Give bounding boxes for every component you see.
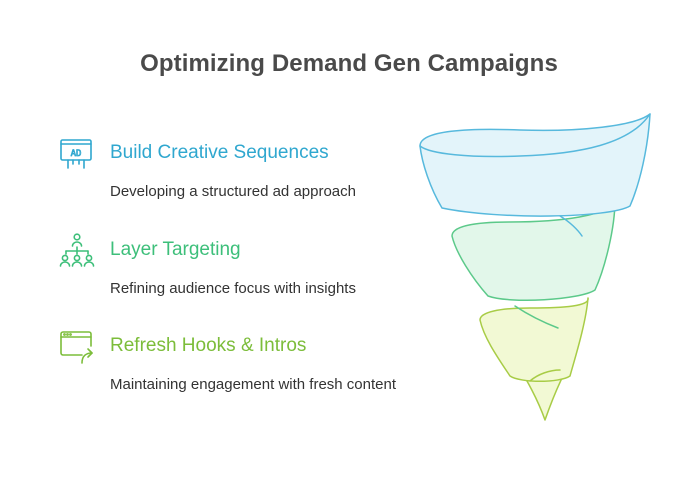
step-description: Maintaining engagement with fresh conten…: [110, 376, 397, 393]
audience-targeting-icon: [58, 232, 96, 270]
page-title: Optimizing Demand Gen Campaigns: [140, 50, 558, 77]
step-description: Developing a structured ad approach: [110, 183, 356, 200]
step-heading: Build Creative Sequences: [110, 142, 329, 163]
ad-billboard-icon: AD: [58, 135, 96, 173]
step-description: Refining audience focus with insights: [110, 280, 356, 297]
spiral-funnel-icon: [419, 113, 651, 421]
svg-text:AD: AD: [71, 149, 82, 159]
funnel-layer-green: [451, 199, 616, 302]
step-heading: Layer Targeting: [110, 239, 241, 260]
funnel-layer-lime: [479, 297, 589, 382]
step-heading: Refresh Hooks & Intros: [110, 335, 307, 356]
browser-refresh-icon: [58, 328, 96, 366]
funnel-layer-blue: [419, 113, 651, 217]
